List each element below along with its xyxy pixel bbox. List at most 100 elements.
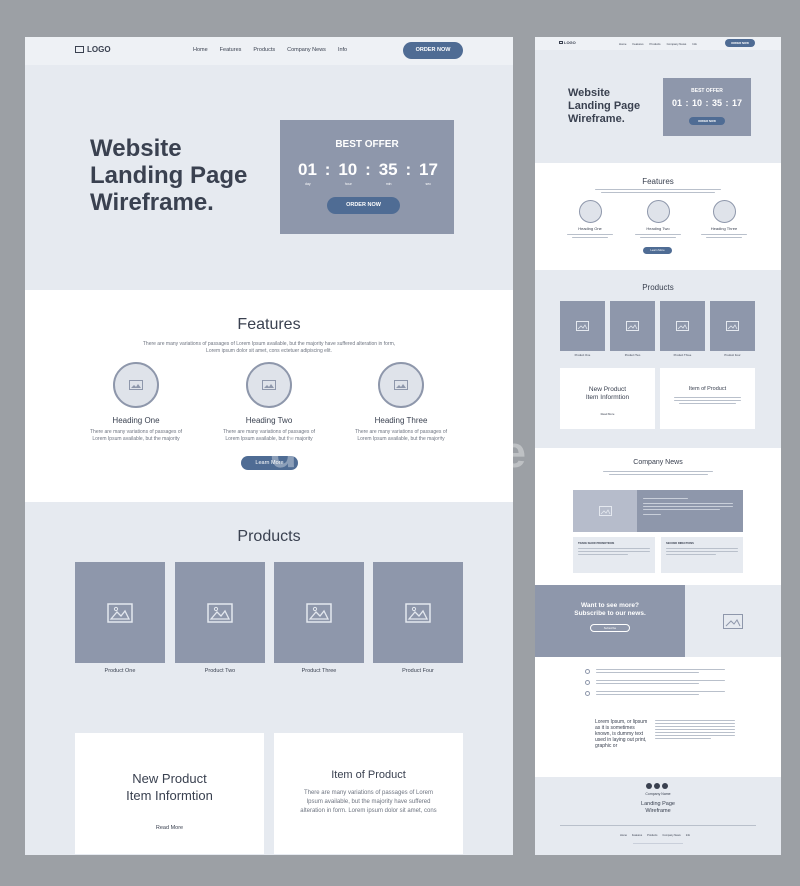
mini-product-card[interactable]: Product One [560,301,605,357]
mini-product-card[interactable]: Product Two [610,301,655,357]
countdown-minutes: 35 [378,160,398,179]
header: LOGO Home Features Products Company News… [25,37,513,65]
mini-feature-item: Heading Three [701,200,747,238]
mini-news-title: Company News [633,459,683,466]
features-intro: There are many variations of passages of… [142,341,396,354]
hero-title-line-2: Landing Page [90,162,248,189]
countdown-separator: : [405,160,412,179]
unit-hour: hour [344,182,352,186]
instagram-icon[interactable] [662,783,668,789]
mini-product-image [560,301,605,351]
mini-hero-title-line-2: Landing Page [568,100,641,112]
desktop-wireframe: LOGO Home Features Products Company News… [25,37,513,855]
unit-min: min [385,182,392,186]
product-image [75,562,165,663]
mini-product-image [710,301,755,351]
mini-product-name: Product Four [724,353,741,357]
mini-hero-title-line-3: Wireframe. [568,113,625,125]
mini-nav-features[interactable]: Features [632,41,644,46]
mini-learn-more-button[interactable]: Learn More [643,247,672,254]
item-of-product-card: Item of Product There are many variation… [274,733,463,854]
footer-nav-info[interactable]: Info [685,834,691,837]
feature-item: Heading One There are many variations of… [85,362,187,443]
mini-nav-info[interactable]: Info [692,41,697,46]
image-placeholder-icon [676,321,689,331]
mini-order-button[interactable]: ORDER NOW [725,39,755,47]
mini-countdown: 01 : 10 : 35 : 17 [672,98,742,108]
mini-news-card[interactable]: SECOND DIRECTIONS [661,537,743,573]
mini-nav-company-news[interactable]: Company News [666,41,687,46]
mini-news: Company News TRADE SHOW PROMOTIONS S [535,448,781,585]
product-card[interactable]: Product One [75,562,165,674]
countdown-separator: : [324,160,331,179]
mini-news-card-title: SECOND DIRECTIONS [666,542,694,545]
mini-countdown-seconds: 17 [731,98,742,108]
hero-title: Website Landing Page Wireframe. [90,135,247,216]
mini-nav-products[interactable]: Products [649,41,661,46]
mini-nav-home[interactable]: Home [619,41,627,46]
features-section: Features There are many variations of pa… [25,290,513,502]
header-order-button[interactable]: ORDER NOW [403,42,463,59]
footer-tagline-line-2: Wireframe [645,808,671,814]
item-card-text: There are many variations of passages of… [300,790,437,814]
nav-home[interactable]: Home [193,47,208,53]
facebook-icon[interactable] [646,783,652,789]
product-card[interactable]: Product Three [274,562,364,674]
hero-section: Website Landing Page Wireframe. BEST OFF… [25,65,513,290]
mini-countdown-minutes: 35 [711,98,722,108]
twitter-icon[interactable] [654,783,660,789]
mini-feature-image-icon [712,200,736,223]
nav-products[interactable]: Products [253,47,276,53]
mini-countdown-days: 01 [672,98,683,108]
mini-read-more-link[interactable]: Read More [600,412,615,416]
footer-nav-company-news[interactable]: Company News [662,834,681,837]
image-placeholder-icon [207,602,233,623]
watermark: dreamstime [270,428,528,477]
mini-countdown-separator: : [725,98,729,108]
mini-product-card[interactable]: Product Three [660,301,705,357]
product-card[interactable]: Product Two [175,562,265,674]
mini-logo[interactable]: LOGO [559,40,576,45]
mini-feature-heading: Heading Two [646,226,670,231]
footer-nav: Home Features Products Company News Info [620,834,690,837]
mini-countdown-separator: : [685,98,689,108]
product-card[interactable]: Product Four [373,562,463,674]
mini-news-card[interactable]: TRADE SHOW PROMOTIONS [573,537,655,573]
features-title: Features [237,316,301,333]
mini-product-card[interactable]: Product Four [710,301,755,357]
mini-hero-title: Website Landing Page Wireframe. [568,87,640,126]
nav-company-news[interactable]: Company News [287,47,326,53]
product-name: Product Three [301,668,337,674]
mini-offer-order-button[interactable]: ORDER NOW [689,117,725,125]
feature-heading: Heading Two [245,416,293,425]
nav-info[interactable]: Info [337,47,348,53]
image-placeholder-icon [626,321,639,331]
mini-hero: Website Landing Page Wireframe. BEST OFF… [535,50,781,163]
mini-logo-image-icon [559,41,563,44]
info-card-title-line-2: Item Informtion [126,788,213,803]
footer-nav-home[interactable]: Home [620,834,627,837]
full-page-wireframe: LOGO Home Features Products Company News… [535,37,781,855]
image-placeholder-icon [598,506,612,516]
mini-news-featured[interactable] [573,490,743,532]
logo[interactable]: LOGO [75,45,111,54]
mini-countdown-separator: : [705,98,709,108]
read-more-link[interactable]: Read More [155,825,184,831]
learn-more-button[interactable]: Learn More [241,456,298,470]
products-title: Products [237,528,301,545]
image-placeholder-icon [723,613,743,629]
subscribe-button[interactable]: Subscribe [590,624,630,632]
product-image [175,562,265,663]
item-card-title: Item of Product [331,769,406,781]
info-card-title-line-1: New Product [132,771,207,786]
nav-features[interactable]: Features [219,47,242,53]
mini-features-intro-lines [595,189,721,193]
footer-nav-features[interactable]: Features [631,834,643,837]
mini-info-title-line-2: Item Informtion [585,394,630,401]
mini-product-image [610,301,655,351]
footer-nav-products[interactable]: Products [647,834,658,837]
offer-order-button[interactable]: ORDER NOW [327,197,400,214]
mini-offer-box: BEST OFFER 01 : 10 : 35 : 17 ORDER NOW [663,78,751,136]
mini-header: LOGO Home Features Products Company News… [535,37,781,50]
subscribe-title-line-1: Want to see more? [581,602,639,609]
